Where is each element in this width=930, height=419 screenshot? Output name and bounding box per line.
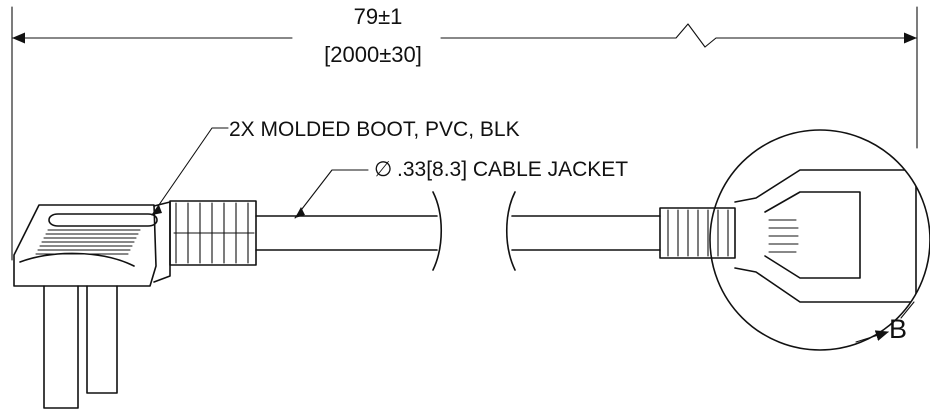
grip-ridges: [35, 229, 141, 255]
strain-relief-outline: [169, 200, 257, 266]
boot-leader-line: [151, 127, 229, 216]
cable-break-left: [432, 191, 443, 271]
connector-inner-taper: [764, 191, 861, 279]
plug-prong-right: [86, 285, 118, 394]
detail-callout-tick: [900, 301, 915, 319]
plug-prong-left: [43, 285, 79, 409]
plug-body-outline: [13, 204, 157, 287]
cable-break-right: [505, 191, 516, 271]
plug-face-curve: [19, 252, 135, 267]
angled-plug: [13, 201, 171, 409]
cable-leader-line: [294, 169, 369, 219]
connector-ribbed-sleeve: [659, 207, 736, 259]
boot-callout: 2X MOLDED BOOT, PVC, BLK: [151, 118, 520, 216]
detail-circle: [709, 129, 930, 351]
dimension-imperial: 79±1: [354, 4, 403, 29]
cable-strain-relief: [169, 200, 257, 266]
boot-note: 2X MOLDED BOOT, PVC, BLK: [229, 118, 520, 141]
diameter-symbol: ∅: [374, 158, 392, 181]
detail-callout-label: B: [889, 314, 907, 344]
grip-slot-outline: [48, 213, 158, 227]
detail-b-callout: B: [709, 129, 930, 351]
cable-note: .33[8.3] CABLE JACKET: [397, 158, 628, 181]
straight-connector: [659, 169, 917, 303]
overall-dimension: 79±1 [2000±30]: [11, 4, 918, 261]
cable-left-segment: [255, 191, 443, 271]
right-dimension-line-with-break: [440, 23, 918, 48]
cable-right-segment: [505, 191, 661, 271]
detail-callout-arrow: [855, 330, 890, 343]
connector-body-outline: [734, 169, 917, 303]
dimension-metric: [2000±30]: [324, 42, 422, 67]
cable-callout: ∅ .33[8.3] CABLE JACKET: [294, 158, 628, 219]
